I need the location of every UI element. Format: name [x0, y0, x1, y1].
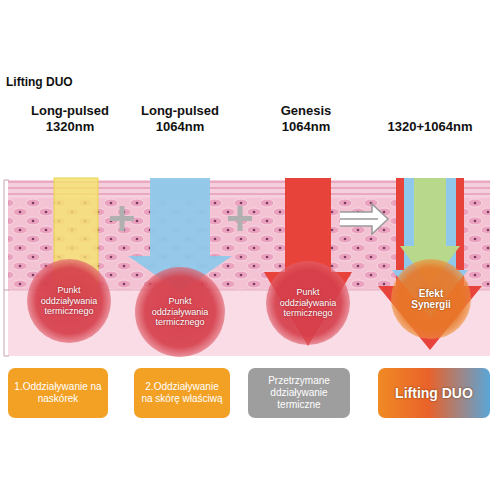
wavelength-label: Genesis 1064nm [271, 103, 341, 136]
diagram-title: Lifting DUO [6, 75, 73, 89]
node-text: Punkt oddziaływania termicznego [274, 287, 342, 318]
node-text: Przetrzymane ddziaływanie termiczne [254, 375, 344, 411]
laser-beam-genesis [264, 178, 352, 346]
wavelength-label: 1320+1064nm [375, 119, 485, 135]
layer-bracket [4, 180, 9, 356]
thermal-point: Punkt oddziaływania termicznego [266, 261, 350, 345]
node-text: Efekt Synergii [399, 288, 463, 311]
node-text: 1.Oddziaływanie na naskórek [14, 381, 102, 405]
thermal-point: Punkt oddziaływania termicznego [135, 267, 225, 357]
wavelength-label: Long-pulsed 1320nm [25, 103, 115, 136]
effect-box: 1.Oddziaływanie na naskórek [8, 368, 108, 418]
synergy-point: Efekt Synergii [391, 259, 471, 339]
laser-beam-combined [378, 178, 482, 350]
thermal-point: Punkt oddziaływania termicznego [27, 259, 111, 343]
node-text: Punkt oddziaływania termicznego [143, 296, 217, 327]
plus-sign [110, 206, 252, 231]
node-text: Lifting DUO [395, 385, 473, 402]
effect-box: Przetrzymane ddziaływanie termiczne [248, 368, 350, 418]
result-arrow [340, 204, 388, 234]
effect-box: 2.Oddziaływanie na skórę właściwą [134, 368, 230, 418]
node-text: Punkt oddziaływania termicznego [35, 285, 103, 316]
result-box: Lifting DUO [378, 368, 490, 418]
node-text: 2.Oddziaływanie na skórę właściwą [140, 381, 224, 405]
wavelength-label: Long-pulsed 1064nm [135, 103, 225, 136]
